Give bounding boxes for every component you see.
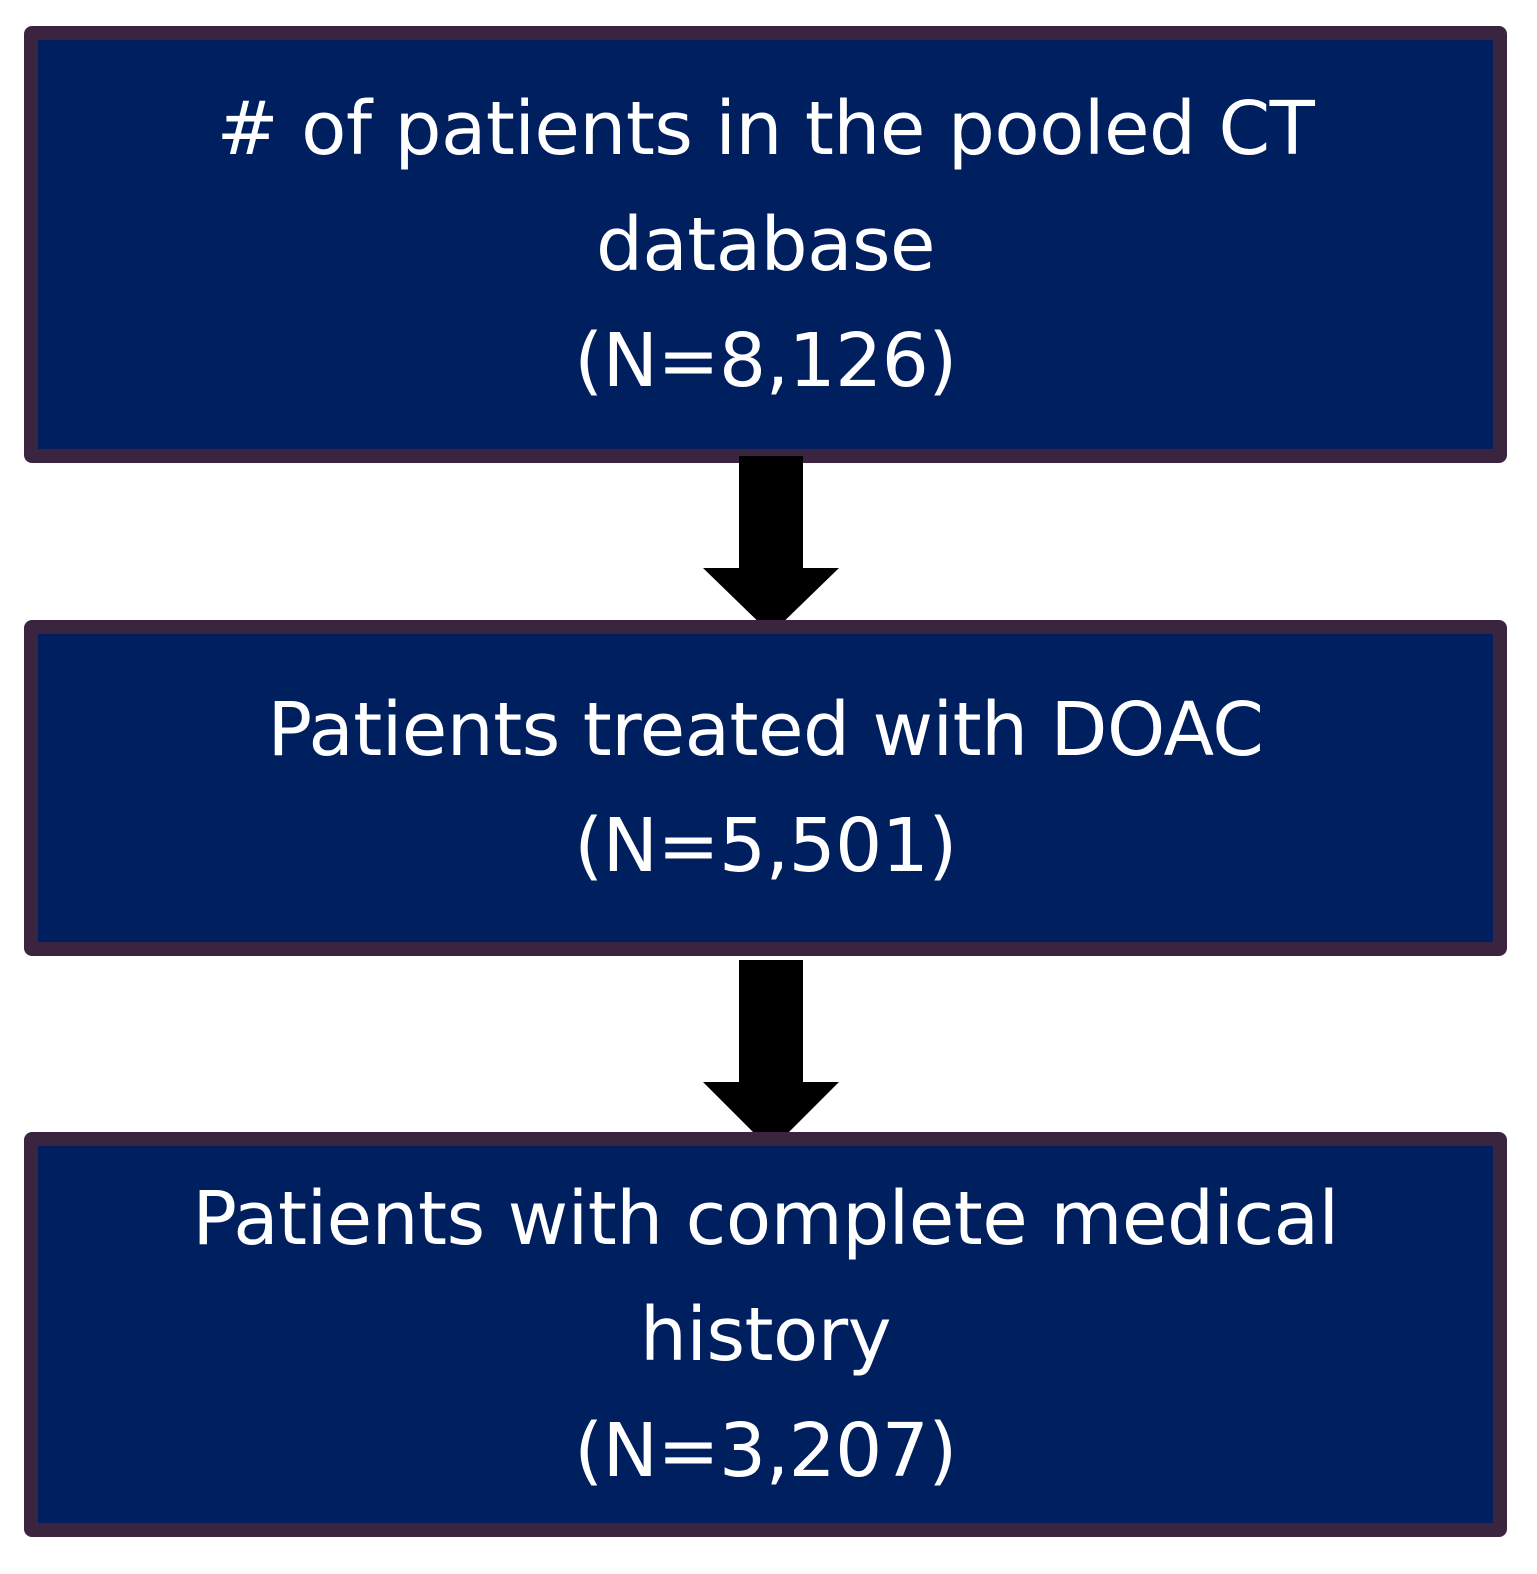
arrow-shape [703,456,839,634]
down-arrow-icon [703,456,839,634]
step-1-line-1: # of patients in the pooled CT [216,85,1315,172]
step-box-complete-history: Patients with complete medical history (… [24,1132,1507,1537]
step-1-count: (N=8,126) [574,317,957,404]
step-3-line-1: Patients with complete medical [192,1175,1339,1262]
step-2-line-1: Patients treated with DOAC [267,687,1264,773]
arrow-shape [703,960,839,1150]
step-1-line-2: database [595,201,936,288]
step-2-count: (N=5,501) [574,803,957,889]
step-box-total-patients: # of patients in the pooled CT database … [24,26,1507,463]
down-arrow-icon [703,960,839,1150]
step-3-count: (N=3,207) [574,1407,957,1494]
step-box-doac-patients: Patients treated with DOAC (N=5,501) [24,620,1507,956]
step-3-line-2: history [639,1291,892,1378]
